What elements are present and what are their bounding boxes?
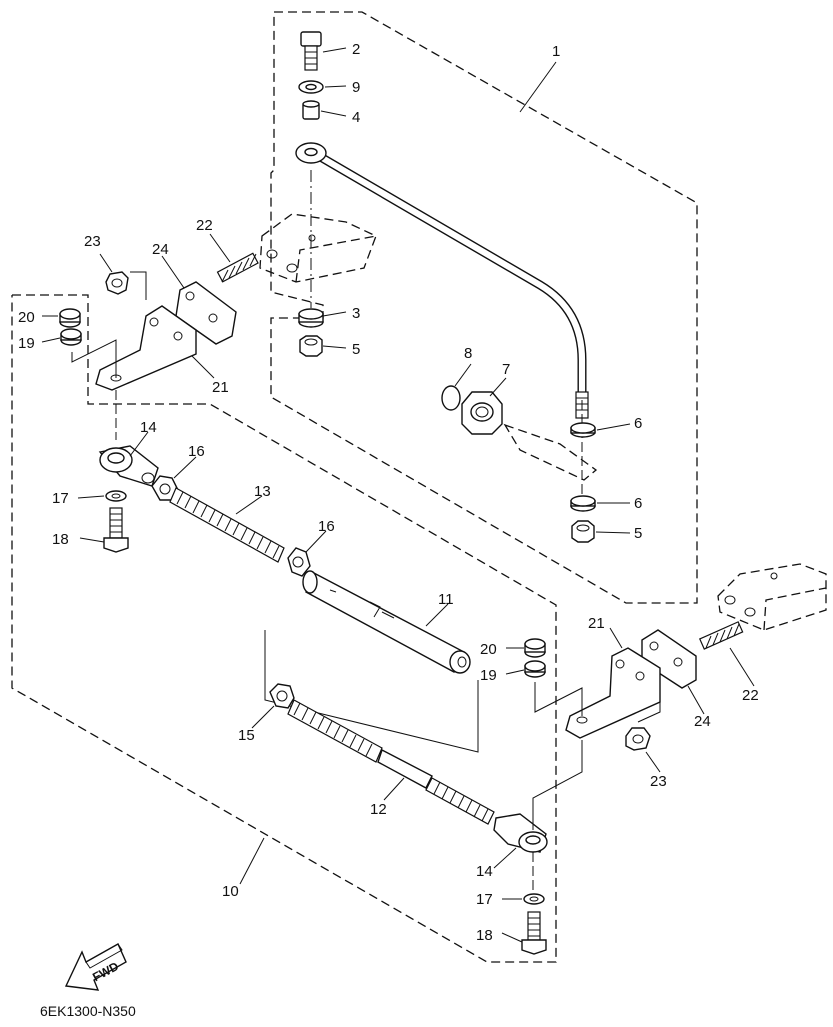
callout-2: 2 bbox=[352, 41, 360, 58]
callout-10: 10 bbox=[222, 883, 239, 900]
axis-line-5 bbox=[532, 682, 583, 830]
callout-labels: 1 2 9 4 3 5 8 7 6 6 5 23 24 22 20 19 21 … bbox=[18, 41, 759, 944]
assembly-10-boundary bbox=[11, 294, 557, 963]
nut-5-bottom bbox=[571, 520, 595, 543]
washer-19-bottom bbox=[524, 660, 546, 678]
callout-6: 6 bbox=[634, 495, 642, 512]
callout-12: 12 bbox=[370, 801, 387, 818]
callout-21: 21 bbox=[588, 615, 605, 632]
bolt-18-top bbox=[103, 507, 129, 553]
nut-23-bottom bbox=[625, 727, 651, 751]
stud-22-bottom bbox=[698, 621, 744, 650]
threaded-rod-13 bbox=[169, 487, 285, 563]
callout-5: 5 bbox=[352, 341, 360, 358]
callout-15: 15 bbox=[238, 727, 255, 744]
washer-9 bbox=[298, 80, 324, 94]
link-end-bracket bbox=[503, 400, 598, 500]
nut-23-top bbox=[105, 271, 129, 295]
axis-line-6 bbox=[637, 702, 661, 723]
leader-lines bbox=[41, 47, 755, 943]
tiller-arm-block-top bbox=[259, 213, 377, 283]
stud-22-top bbox=[216, 252, 259, 283]
callout-16: 16 bbox=[188, 443, 205, 460]
nut-7 bbox=[461, 391, 503, 435]
callout-4: 4 bbox=[352, 109, 360, 126]
callout-22: 22 bbox=[196, 217, 213, 234]
callout-5: 5 bbox=[634, 525, 642, 542]
callout-7: 7 bbox=[502, 361, 510, 378]
nut-20-bottom bbox=[524, 638, 546, 658]
ball-joint-14-bottom bbox=[493, 813, 548, 853]
washer-6-top bbox=[570, 422, 596, 438]
callout-8: 8 bbox=[464, 345, 472, 362]
callout-22: 22 bbox=[742, 687, 759, 704]
tube-11 bbox=[302, 570, 471, 674]
bolt-2 bbox=[300, 31, 322, 71]
callout-18: 18 bbox=[52, 531, 69, 548]
callout-23: 23 bbox=[650, 773, 667, 790]
threaded-rod-12 bbox=[287, 699, 495, 825]
washer-3 bbox=[298, 308, 324, 328]
callout-17: 17 bbox=[476, 891, 493, 908]
axis-line-2 bbox=[71, 271, 147, 378]
ball-joint-14-top bbox=[98, 445, 159, 487]
callout-14: 14 bbox=[140, 419, 157, 436]
callout-23: 23 bbox=[84, 233, 101, 250]
callout-24: 24 bbox=[694, 713, 711, 730]
callout-11: 11 bbox=[438, 591, 454, 608]
callout-20: 20 bbox=[18, 309, 35, 326]
callout-21: 21 bbox=[212, 379, 229, 396]
callout-3: 3 bbox=[352, 305, 360, 322]
nut-5-top bbox=[299, 335, 323, 357]
callout-16: 16 bbox=[318, 518, 335, 535]
callout-24: 24 bbox=[152, 241, 169, 258]
callout-9: 9 bbox=[352, 79, 360, 96]
callout-13: 13 bbox=[254, 483, 271, 500]
fwd-arrow-icon: FWD bbox=[64, 943, 127, 991]
callout-19: 19 bbox=[18, 335, 35, 352]
diagram-code: 6EK1300-N350 bbox=[40, 1003, 136, 1019]
nut-16-right bbox=[287, 547, 311, 577]
rod-set-frame bbox=[264, 630, 479, 753]
nut-15 bbox=[269, 683, 295, 709]
callout-20: 20 bbox=[480, 641, 497, 658]
bolt-18-bottom bbox=[521, 911, 547, 955]
callout-6: 6 bbox=[634, 415, 642, 432]
collar-4 bbox=[302, 100, 320, 120]
washer-19-top bbox=[60, 328, 82, 346]
nut-20-top bbox=[59, 308, 81, 328]
bracket-21-bottom bbox=[565, 647, 661, 739]
bracket-21-top bbox=[95, 305, 197, 391]
assembly-1-boundary bbox=[270, 11, 698, 604]
callout-18: 18 bbox=[476, 927, 493, 944]
callout-1: 1 bbox=[552, 43, 560, 60]
callout-14: 14 bbox=[476, 863, 493, 880]
washer-17-bottom bbox=[523, 893, 545, 905]
callout-19: 19 bbox=[480, 667, 497, 684]
washer-6-bottom bbox=[570, 495, 596, 512]
callout-17: 17 bbox=[52, 490, 69, 507]
drag-link bbox=[295, 142, 589, 419]
o-ring-8 bbox=[441, 385, 461, 411]
tiller-arm-block-bottom bbox=[717, 563, 827, 631]
washer-17-top bbox=[105, 490, 127, 502]
